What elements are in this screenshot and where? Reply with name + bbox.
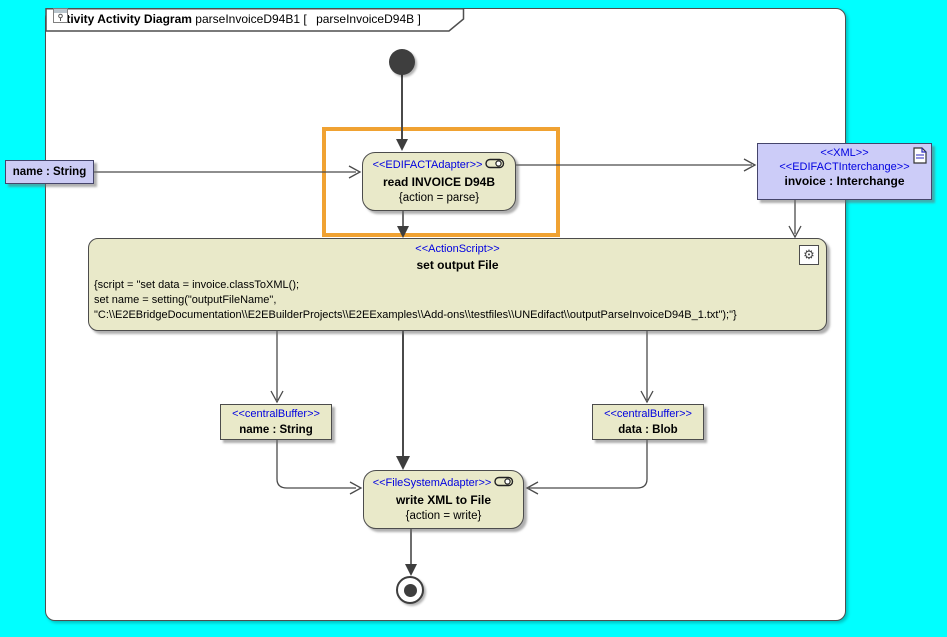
selection-highlight xyxy=(322,127,560,237)
script-line-2: set name = setting("outputFileName", xyxy=(94,294,277,306)
object-node-invoice-interchange[interactable]: <<XML>> <<EDIFACTInterchange>> invoice :… xyxy=(757,143,932,200)
script-line-1: {script = "set data = invoice.classToXML… xyxy=(94,279,300,291)
write-xml-stereotype: <<FileSystemAdapter>> xyxy=(372,476,492,489)
buffer-name-label: name : String xyxy=(239,424,313,436)
frame-title-bracket-open: [ xyxy=(303,12,307,26)
write-xml-name: write XML to File xyxy=(395,493,492,507)
final-node-dot xyxy=(403,583,417,597)
buffer-name-stereotype: <<centralBuffer>> xyxy=(232,408,320,420)
edifact-interchange-stereotype: <<EDIFACTInterchange>> xyxy=(779,161,910,173)
frame-title-keyword: activity Activity Diagram xyxy=(53,12,192,26)
action-node-read-invoice[interactable]: <<EDIFACTAdapter>> read INVOICE D94B {ac… xyxy=(362,152,516,211)
action-node-set-output-file[interactable]: ⚙ <<ActionScript>> set output File {scri… xyxy=(88,238,827,331)
buffer-data-stereotype: <<centralBuffer>> xyxy=(604,408,692,420)
buffer-data-label: data : Blob xyxy=(618,424,678,436)
frame-title: activity Activity Diagram parseInvoiceD9… xyxy=(53,8,421,31)
read-invoice-stereotype: <<EDIFACTAdapter>> xyxy=(372,158,483,171)
initial-node[interactable] xyxy=(389,49,415,75)
frame-tab-shape xyxy=(45,8,465,32)
actionscript-name: set output File xyxy=(416,258,499,272)
document-icon xyxy=(913,147,927,169)
write-xml-tag: {action = write} xyxy=(405,510,482,522)
adapter-icon xyxy=(494,474,514,492)
xml-object-name: invoice : Interchange xyxy=(784,174,905,188)
adapter-icon xyxy=(485,156,505,174)
frame-title-name: parseInvoiceD94B1 xyxy=(195,12,301,26)
xml-stereotype: <<XML>> xyxy=(820,147,869,159)
frame-title-tab: activity Activity Diagram parseInvoiceD9… xyxy=(45,8,465,32)
read-invoice-tag: {action = parse} xyxy=(398,192,480,204)
read-invoice-name: read INVOICE D94B xyxy=(382,175,496,189)
central-buffer-data[interactable]: <<centralBuffer>> data : Blob xyxy=(592,404,704,440)
gear-icon: ⚙ xyxy=(799,245,819,265)
action-node-write-xml[interactable]: <<FileSystemAdapter>> write XML to File … xyxy=(363,470,524,529)
frame-title-bracket-close: ] xyxy=(417,12,421,26)
actionscript-stereotype: <<ActionScript>> xyxy=(415,243,500,255)
script-line-3: "C:\\E2EBridgeDocumentation\\E2EBuilderP… xyxy=(94,309,737,321)
actionscript-script: {script = "set data = invoice.classToXML… xyxy=(89,278,826,323)
final-node[interactable] xyxy=(396,576,424,604)
name-object-label: name : String xyxy=(12,166,87,178)
frame-title-ref: parseInvoiceD94B xyxy=(316,12,415,26)
object-node-name-string[interactable]: name : String xyxy=(5,160,94,184)
central-buffer-name[interactable]: <<centralBuffer>> name : String xyxy=(220,404,332,440)
